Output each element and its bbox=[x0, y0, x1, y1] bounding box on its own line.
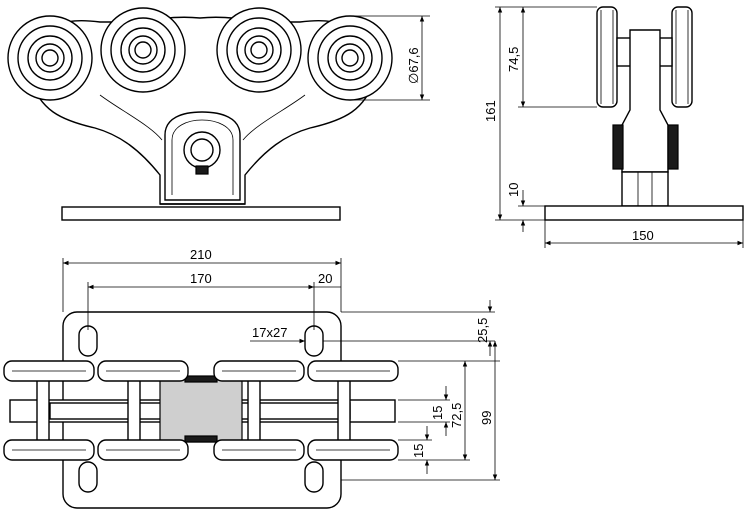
side-bearing-left bbox=[612, 124, 624, 170]
dim-edge-offset: 20 bbox=[318, 271, 332, 286]
dim-wheel-axle-spacing: 72,5 bbox=[449, 403, 464, 428]
side-wheel-right bbox=[671, 6, 693, 108]
side-bearing-right bbox=[667, 124, 679, 170]
front-wheel-3 bbox=[216, 7, 302, 93]
mount-boss-inner bbox=[171, 119, 234, 195]
center-hub bbox=[159, 377, 243, 443]
dim-gap-upper: 15 bbox=[430, 406, 445, 420]
slot-top-right bbox=[304, 325, 324, 357]
hub-cap-top bbox=[184, 375, 218, 383]
front-wheel-1 bbox=[7, 15, 93, 101]
dim-diameter: ∅67,6 bbox=[406, 47, 421, 84]
pin-4 bbox=[337, 379, 351, 443]
slot-bottom-right bbox=[304, 461, 324, 493]
plan-view: 210 170 20 17x27 25,5 99 72,5 15 bbox=[3, 247, 500, 509]
dim-height-total: 161 bbox=[483, 100, 498, 122]
body-curve-left bbox=[99, 94, 163, 141]
base-plate-side bbox=[544, 205, 744, 221]
slot-top-left bbox=[78, 325, 98, 357]
pin-3 bbox=[247, 379, 261, 443]
front-wheel-4 bbox=[307, 15, 393, 101]
dim-plate-depth: 99 bbox=[479, 411, 494, 425]
dim-wheel-height: 74,5 bbox=[506, 47, 521, 72]
dim-plate-thickness: 10 bbox=[506, 183, 521, 197]
dim-overall-length: 210 bbox=[190, 247, 212, 262]
hub-cap-bottom bbox=[184, 435, 218, 443]
side-wheel-left bbox=[596, 6, 618, 108]
dim-gap-lower: 15 bbox=[411, 444, 426, 458]
pivot-nut bbox=[195, 165, 209, 175]
front-view: ∅67,6 bbox=[7, 7, 430, 221]
pivot-inner bbox=[190, 138, 214, 162]
pin-1 bbox=[36, 379, 50, 443]
dim-slot-edge: 25,5 bbox=[475, 318, 490, 343]
dim-hole-spacing: 170 bbox=[190, 271, 212, 286]
base-plate-front bbox=[61, 206, 341, 221]
dim-slot: 17x27 bbox=[252, 325, 287, 340]
dim-plate-width: 150 bbox=[632, 228, 654, 243]
side-stem bbox=[621, 171, 669, 207]
pin-2 bbox=[127, 379, 141, 443]
front-wheel-2 bbox=[100, 7, 186, 93]
body-curve-right bbox=[242, 94, 306, 141]
side-view: 161 74,5 10 150 bbox=[483, 6, 744, 248]
slot-bottom-left bbox=[78, 461, 98, 493]
